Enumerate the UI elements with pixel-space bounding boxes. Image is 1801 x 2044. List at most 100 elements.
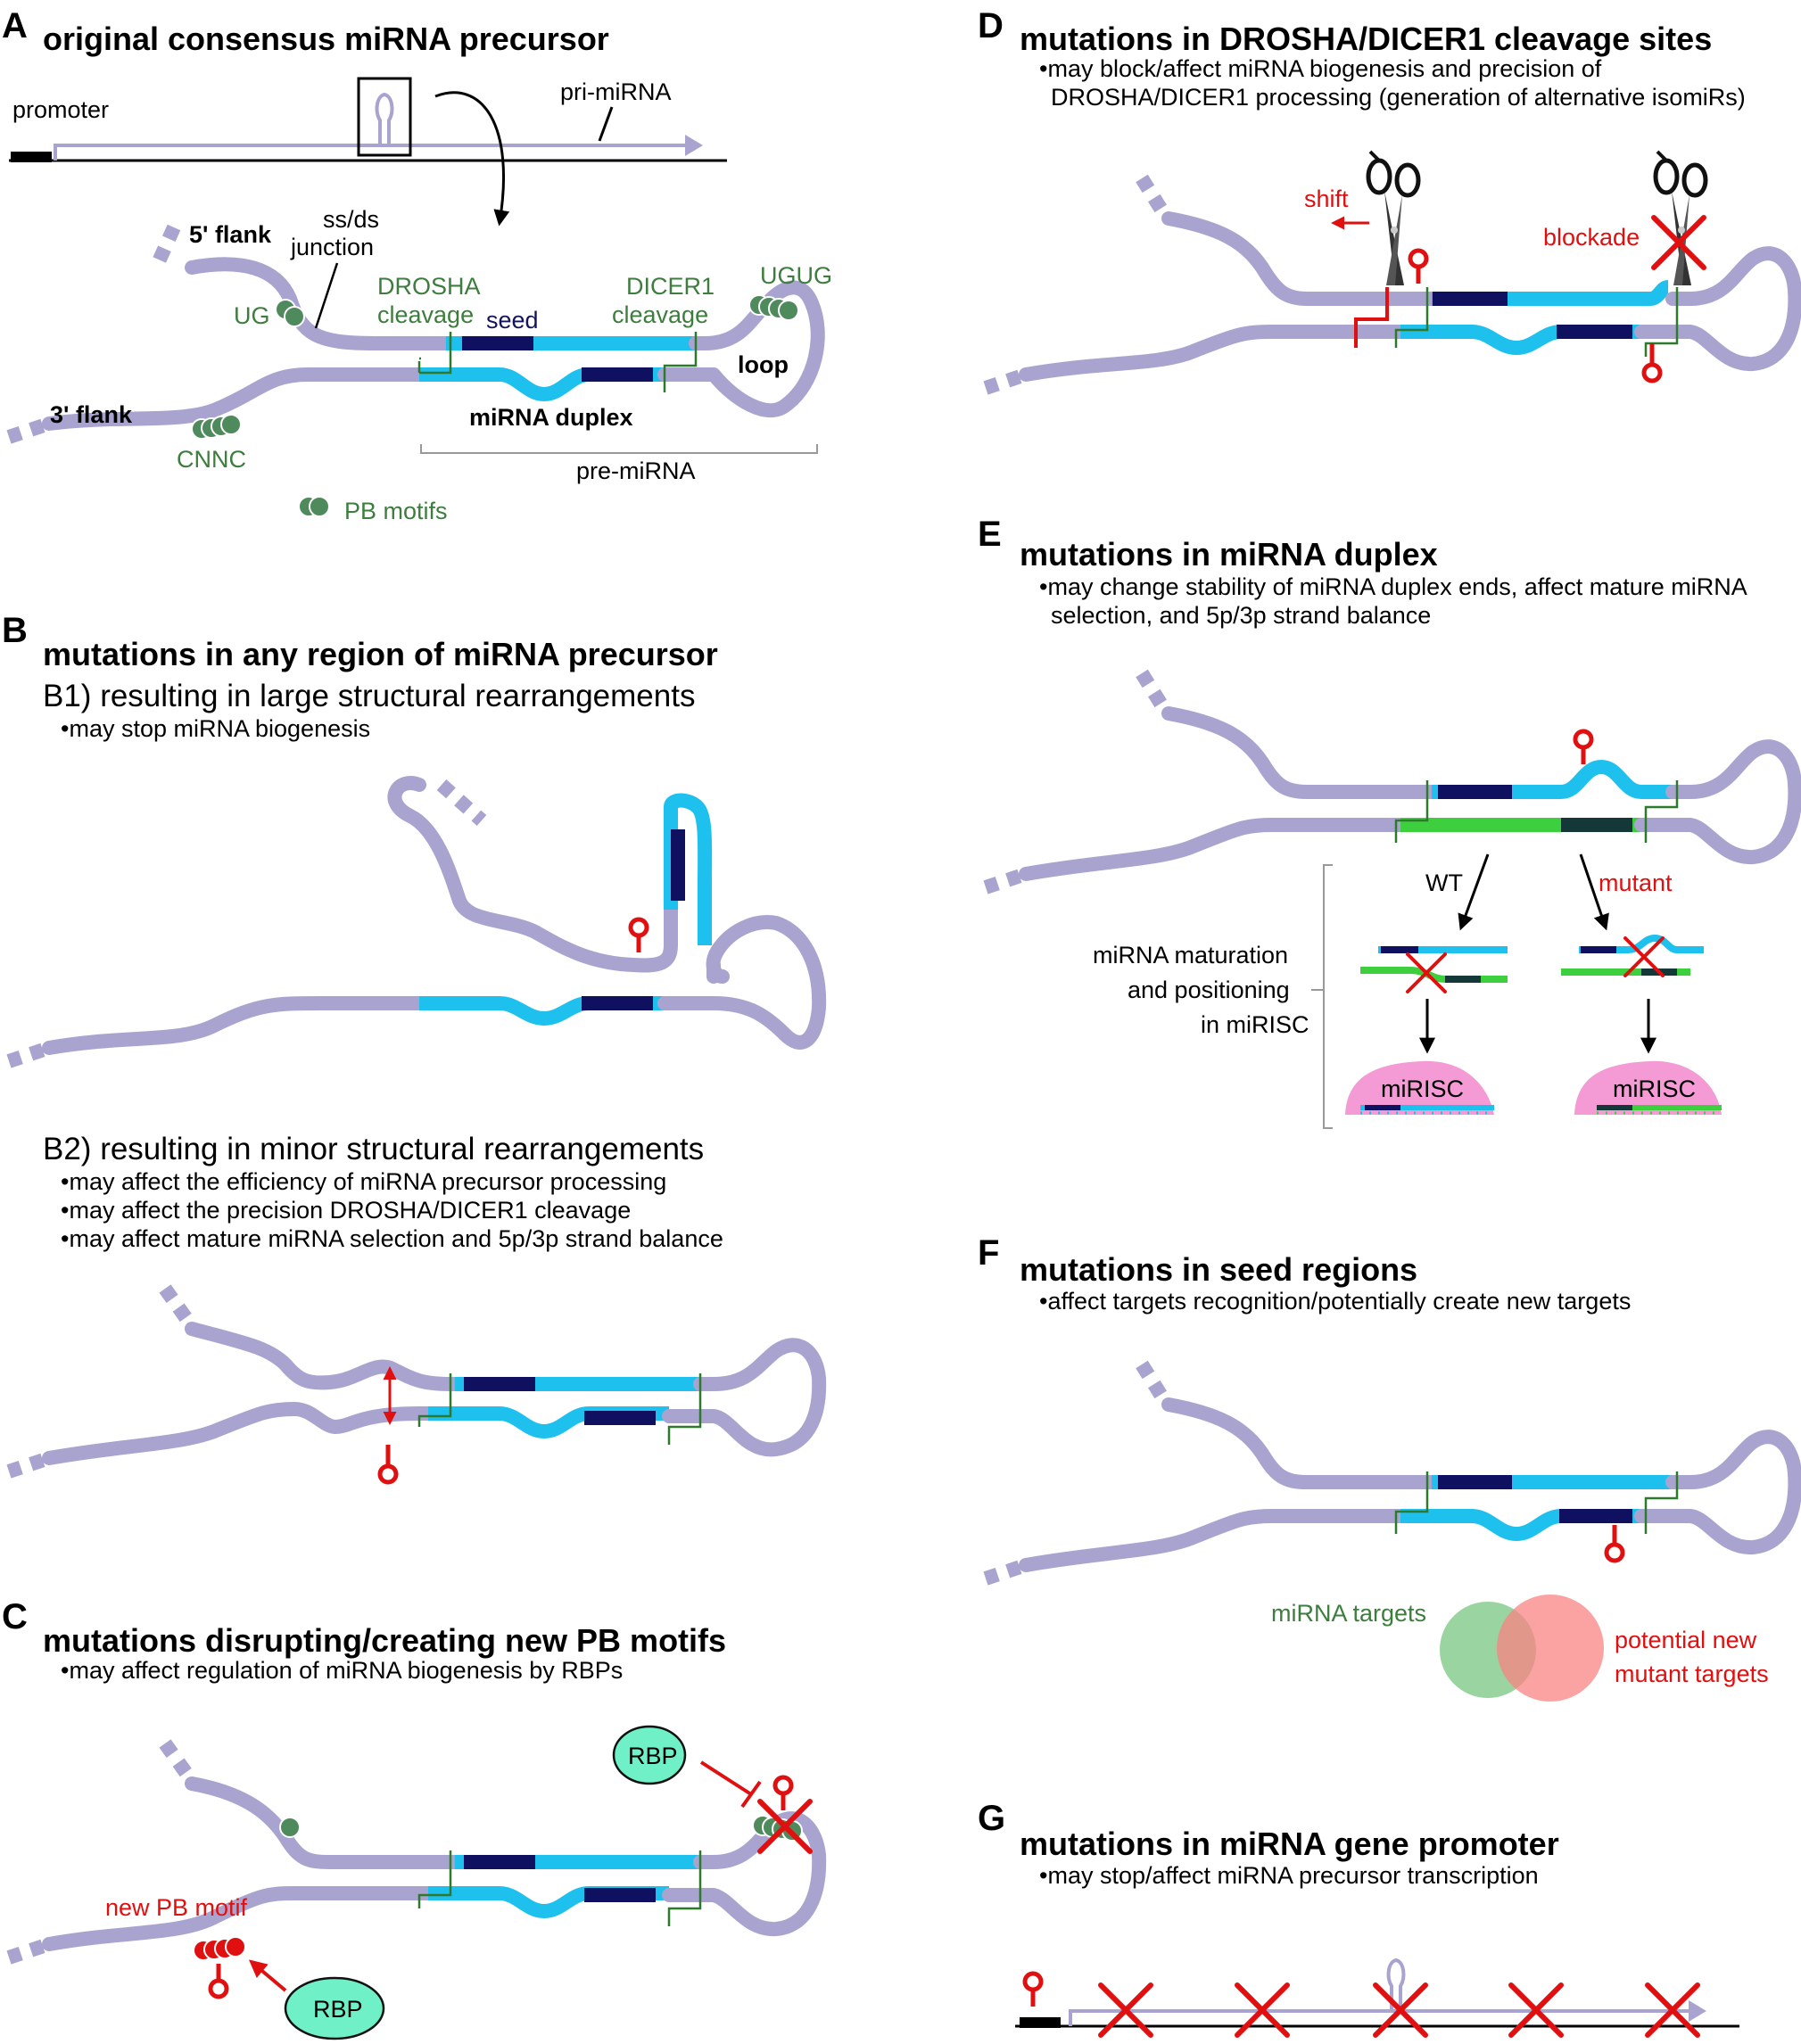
pb-motif-ugug [748,294,799,321]
panel-g: G mutations in miRNA gene promoter •may … [978,1799,1739,2035]
seed-label: seed [486,307,539,334]
pb-motif-ug [275,299,305,327]
panel-d-letter: D [978,6,1004,45]
panel-c-letter: C [2,1597,28,1636]
seed-mutation-pin-icon [1604,1542,1625,1563]
g-hairpin-icon [1386,1957,1406,2011]
panel-a-letter: A [2,6,28,45]
panel-e-letter: E [978,515,1002,554]
new-targets-label-2: mutant targets [1615,1661,1769,1687]
rbp-top-label: RBP [628,1743,678,1769]
b1-structure [6,776,827,1068]
e-structure [983,669,1801,894]
mutant-label: mutant [1599,870,1673,896]
new-motif-mutation-icon [208,1978,229,1999]
promoter-mutation-pin-icon [1025,1974,1041,2007]
inhibit-arrow-icon [699,1760,762,1809]
ug-label: UG [234,302,270,329]
panel-g-title: mutations in miRNA gene promoter [1020,1826,1559,1862]
ssds-label-2: junction [290,234,374,260]
c-structure [6,1739,827,1999]
panel-d-title: mutations in DROSHA/DICER1 cleavage site… [1020,21,1712,57]
d-structure [983,174,1801,395]
panel-e-title: mutations in miRNA duplex [1020,536,1438,573]
pb-motif [279,1817,301,1838]
maturation-label-1: miRNA maturation [1093,942,1288,968]
b2-bullet-3: •may affect mature miRNA selection and 5… [61,1225,723,1252]
promoter-box [11,152,52,162]
wt-duplex [1360,946,1508,993]
panel-f-bullet: •affect targets recognition/potentially … [1039,1288,1631,1315]
b1-title: B1) resulting in large structural rearra… [43,679,695,713]
b1-bullet: •may stop miRNA biogenesis [61,715,370,742]
shift-label: shift [1304,185,1349,212]
panel-b-letter: B [2,611,28,650]
mirisc-wt: miRISC [1345,1060,1494,1115]
panel-b-title: mutations in any region of miRNA precurs… [43,636,718,672]
pb-legend-icon [298,496,330,517]
b2-bullet-2: •may affect the precision DROSHA/DICER1 … [61,1197,631,1224]
new-targets-circle [1497,1595,1604,1702]
maturation-label-3: in miRISC [1201,1011,1309,1038]
panel-d-bullet-2: DROSHA/DICER1 processing (generation of … [1051,84,1746,111]
hairpin-box [357,77,412,157]
wt-label: WT [1425,870,1463,896]
panel-f-letter: F [978,1233,999,1273]
mirisc-mutant: miRISC [1574,1060,1722,1115]
dicer-label-1: DICER1 [626,273,715,300]
mutation-pin-icon [631,919,647,952]
pb-legend-label: PB motifs [344,498,448,524]
pri-mirna-arrow [54,144,687,161]
mutant-duplex [1561,934,1704,977]
panel-g-bullet: •may stop/affect miRNA precursor transcr… [1039,1862,1539,1889]
maturation-bracket [1323,864,1333,1129]
rbp-binding-arrow-icon [248,1959,287,1992]
mutation-pin-icon [775,1777,791,1810]
g-transcript-arrow [1069,2009,1690,2026]
promoter-label: promoter [12,96,109,123]
cnnc-label: CNNC [177,446,246,473]
panel-a: A original consensus miRNA precursor pro… [2,6,832,524]
pb-motif-cnnc [191,414,242,440]
zoom-arrow [434,91,510,227]
panel-b: B mutations in any region of miRNA precu… [2,611,827,1485]
mutation-pin-icon [1410,251,1426,284]
dicer-label-2: cleavage [612,301,708,328]
wt-arrow-icon [1458,853,1490,931]
hairpin-icon [375,92,394,145]
mirisc-wt-label: miRISC [1381,1076,1464,1102]
loop-label: loop [738,351,789,378]
panel-d-bullet-1: •may block/affect miRNA biogenesis and p… [1039,55,1602,82]
panel-f-title: mutations in seed regions [1020,1251,1417,1288]
five-flank-label: 5' flank [189,221,272,248]
ugug-label: UGUG [760,262,832,289]
precursor-structure [6,224,825,444]
three-flank-label: 3' flank [50,401,133,428]
pb-motif-new [193,1936,246,1961]
ssds-label-1: ss/ds [323,206,379,233]
mirisc-mutant-label: miRISC [1613,1076,1696,1102]
panel-c: C mutations disrupting/creating new PB m… [2,1597,827,2040]
rbp-top: RBP [612,1725,687,1785]
dicer-mutation-pin-icon [1641,362,1663,383]
pri-mirna-label: pri-miRNA [560,78,672,105]
b2-title: B2) resulting in minor structural rearra… [43,1132,704,1166]
b2-structure [6,1284,827,1485]
panel-e-bullet-2: selection, and 5p/3p strand balance [1051,602,1431,629]
shifted-cleavage-line [1354,287,1389,348]
panel-e: E mutations in miRNA duplex •may change … [978,515,1801,1129]
pre-mirna-label: pre-miRNA [576,457,696,484]
drosha-label-2: cleavage [377,301,474,328]
panel-f: F mutations in seed regions •affect targ… [978,1233,1801,1702]
mutation-pin-icon [1575,731,1591,764]
rbp-bottom: RBP [284,1976,385,2040]
drosha-label-1: DROSHA [377,273,481,300]
panel-d: D mutations in DROSHA/DICER1 cleavage si… [978,6,1801,395]
duplex-label: miRNA duplex [469,404,633,431]
blockade-label: blockade [1543,224,1640,251]
panel-c-title: mutations disrupting/creating new PB mot… [43,1622,726,1659]
panel-a-title: original consensus miRNA precursor [43,21,609,57]
b2-bullet-1: •may affect the efficiency of miRNA prec… [61,1168,666,1195]
new-pb-label: new PB motif [105,1894,248,1921]
